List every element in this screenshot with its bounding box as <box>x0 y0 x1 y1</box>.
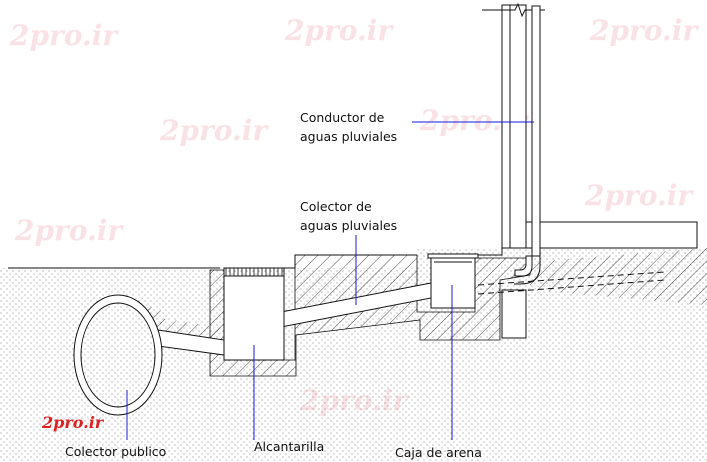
label-colector-publico: Colector publico <box>65 444 166 459</box>
site-logo: 2pro.ir <box>41 413 105 432</box>
downpipe <box>514 5 541 285</box>
logo-text: 2pro.ir <box>41 413 105 432</box>
watermark-text: 2pro.ir <box>284 14 394 47</box>
dashed-pipe <box>477 271 666 295</box>
wall-break-symbol <box>482 2 545 18</box>
watermark-text: 2pro.ir <box>159 114 269 147</box>
label-colector-line1: Colector de <box>300 199 372 214</box>
caja-de-arena-box <box>427 253 479 309</box>
building-slab <box>501 221 698 249</box>
watermark-text: 2pro.ir <box>9 19 119 52</box>
building-wall <box>501 4 527 339</box>
leader-lines <box>126 121 534 440</box>
label-alcantarilla: Alcantarilla <box>254 439 324 454</box>
public-sewer <box>73 294 163 416</box>
watermark-text: 2pro.ir <box>584 179 694 212</box>
watermark-text: 2pro.ir <box>14 214 124 247</box>
label-conductor-line1: Conductor de <box>300 110 385 125</box>
label-colector-line2: aguas pluviales <box>300 218 397 233</box>
label-conductor-line2: aguas pluviales <box>300 129 397 144</box>
labels: Conductor de aguas pluviales Colector de… <box>65 110 482 460</box>
watermark-text: 2pro.ir <box>589 14 699 47</box>
label-caja-de-arena: Caja de arena <box>395 445 482 460</box>
